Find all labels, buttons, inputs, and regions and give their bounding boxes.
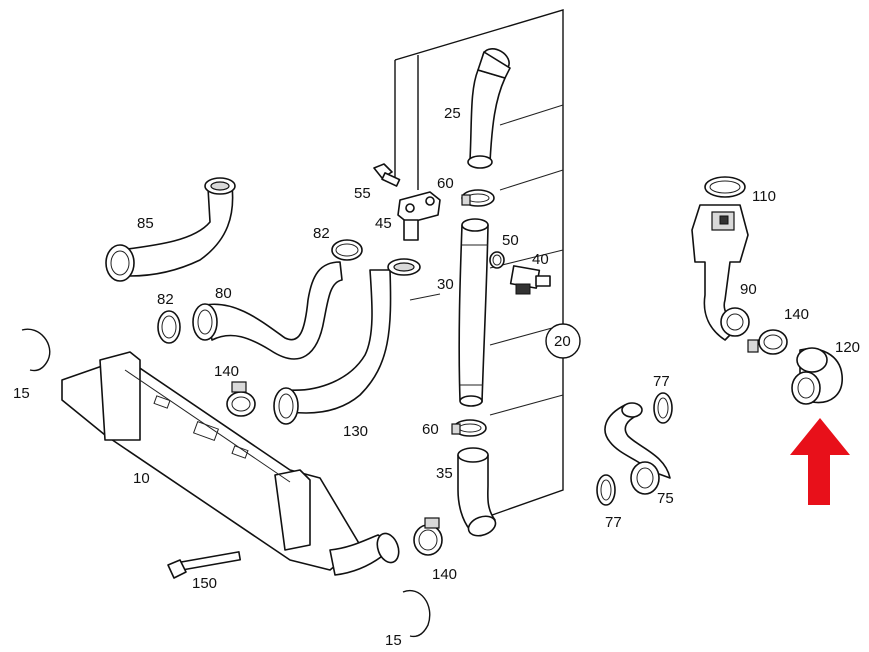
part-35-elbow[interactable] [457,447,498,539]
part-130-hose[interactable] [273,258,421,425]
part-15-clip-bottom[interactable] [402,589,431,638]
part-77-o-ring-lower[interactable] [596,474,616,506]
label-80: 80 [215,285,232,302]
label-82-right: 82 [313,225,330,242]
part-45-sensor[interactable] [397,191,441,241]
part-55-bolt[interactable] [373,163,401,187]
label-77-upper: 77 [653,373,670,390]
label-50: 50 [502,232,519,249]
label-82-left: 82 [157,291,174,308]
part-90-hose[interactable] [691,204,750,341]
label-55: 55 [354,185,371,202]
part-labels: 10 15 15 20 25 30 35 40 45 50 55 60 60 7… [13,105,860,649]
label-25: 25 [444,105,461,122]
part-15-clip-left[interactable] [21,328,51,372]
part-10-intercooler[interactable] [61,351,403,576]
label-75: 75 [657,490,674,507]
label-140-bottom: 140 [432,566,457,583]
label-90: 90 [740,281,757,298]
part-140-clamp-left[interactable] [226,381,256,417]
part-77-o-ring-upper[interactable] [653,392,673,424]
label-130: 130 [343,423,368,440]
part-140-clamp-bottom[interactable] [413,517,443,556]
part-82-o-ring-right[interactable] [331,239,363,261]
label-140-left: 140 [214,363,239,380]
label-85: 85 [137,215,154,232]
label-40: 40 [532,251,549,268]
label-120: 120 [835,339,860,356]
label-110: 110 [752,188,776,205]
part-110-o-ring[interactable] [704,176,746,198]
label-60-lower: 60 [422,421,439,438]
part-50-o-ring-inner [492,254,502,266]
label-150: 150 [192,575,217,592]
label-30: 30 [437,276,454,293]
part-60-clamp-upper[interactable] [461,189,495,207]
label-77-lower: 77 [605,514,622,531]
part-25-upper-hose[interactable] [467,44,513,169]
label-20: 20 [554,333,571,350]
part-50-o-ring[interactable] [489,251,505,269]
part-85-hose[interactable] [105,177,236,282]
callout-circle-20 [545,323,581,359]
part-30-pipe[interactable] [458,218,489,407]
label-35: 35 [436,465,453,482]
label-10: 10 [133,470,150,487]
part-60-clamp-lower[interactable] [451,419,487,437]
red-up-arrow-icon [790,418,850,505]
label-140-right: 140 [784,306,809,323]
label-15-bottom: 15 [385,632,402,649]
part-80-hose[interactable] [192,261,343,360]
part-40-sensor[interactable] [509,265,551,295]
part-120-elbow[interactable] [791,347,843,405]
label-15-left: 15 [13,385,30,402]
part-75-hose[interactable] [604,402,671,495]
part-82-o-ring-left[interactable] [157,310,181,344]
part-140-clamp-right[interactable] [747,329,788,355]
part-150-bolt[interactable] [167,551,242,579]
label-45: 45 [375,215,392,232]
label-60-upper: 60 [437,175,454,192]
